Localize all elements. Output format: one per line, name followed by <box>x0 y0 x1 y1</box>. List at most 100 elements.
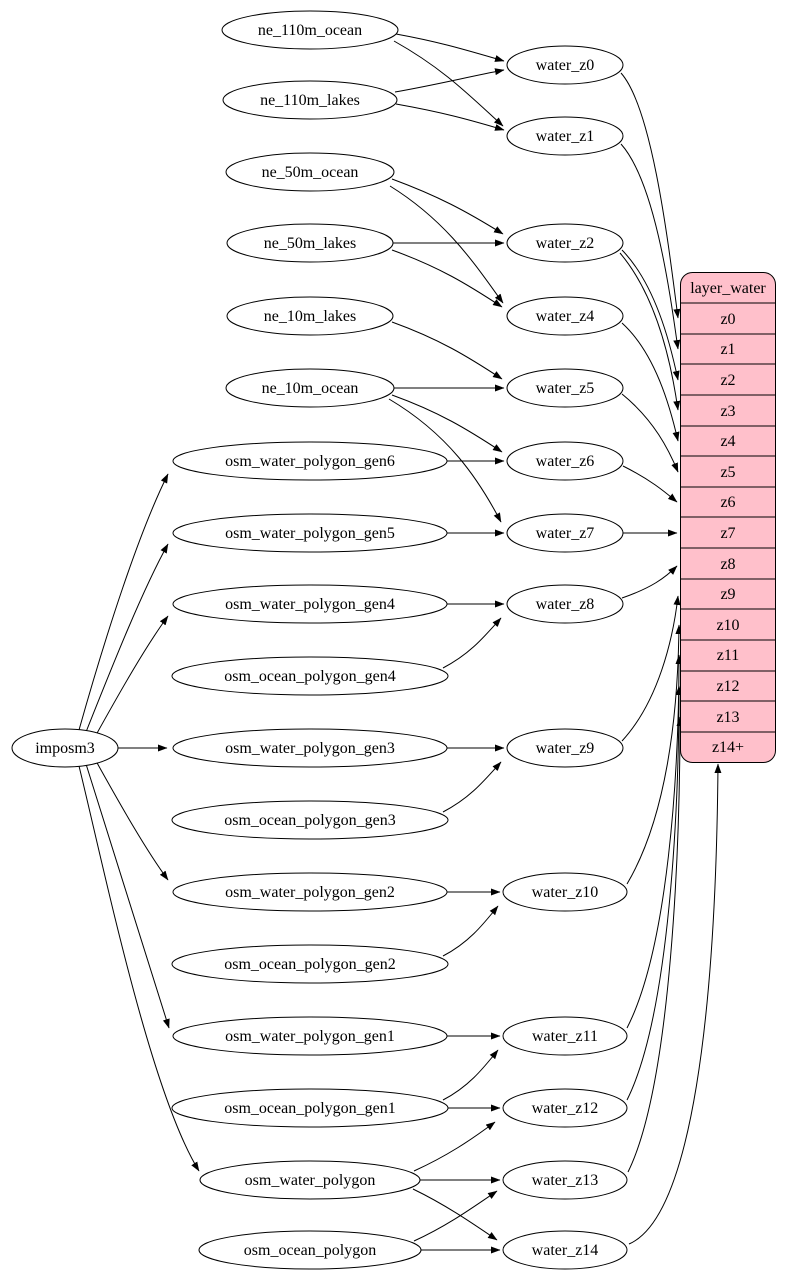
edge-imposm3-osm_water_polygon_gen1 <box>85 763 170 1029</box>
node-water_z6: water_z6 <box>506 441 624 481</box>
edge-osm_ocean_polygon_gen1-water_z11 <box>442 1049 499 1101</box>
node-water_z9: water_z9 <box>506 728 624 768</box>
node-imposm3-label: imposm3 <box>35 740 95 757</box>
node-shape <box>506 223 624 263</box>
node-osm_water_polygon_gen2: osm_water_polygon_gen2 <box>172 872 448 912</box>
edge-water_z12-z12 <box>626 685 683 1101</box>
node-label: osm_ocean_polygon_gen1 <box>224 1100 396 1117</box>
table-row-z12: z12 <box>716 678 739 695</box>
node-shape <box>225 152 395 192</box>
node-shape <box>506 45 624 85</box>
layer-water-table: layer_water z0 z1 z2 z3 z4 z5 z6 z7 z8 z… <box>680 272 776 763</box>
node-label: water_z6 <box>536 453 595 470</box>
node-shape <box>502 1016 628 1056</box>
node-water_z2: water_z2 <box>506 223 624 263</box>
node-shape <box>172 1016 448 1056</box>
node-label: water_z5 <box>536 380 595 397</box>
node-label: osm_water_polygon_gen2 <box>225 884 395 901</box>
node-osm_water_polygon_gen1: osm_water_polygon_gen1 <box>172 1016 448 1056</box>
node-label: osm_water_polygon_gen3 <box>225 740 395 757</box>
node-label: water_z8 <box>536 596 595 613</box>
node-shape <box>172 584 448 624</box>
node-water_z5: water_z5 <box>506 368 624 408</box>
edge-ne_10m_ocean-water_z6 <box>391 394 503 453</box>
edge-ne_10m_lakes-water_z5 <box>391 321 503 380</box>
node-label: water_z12 <box>532 1100 599 1117</box>
table-row-z13: z13 <box>716 709 739 726</box>
node-water_z0: water_z0 <box>506 45 624 85</box>
node-label: osm_water_polygon_gen6 <box>225 453 395 470</box>
edge-water_z0-z0 <box>620 72 681 319</box>
table-row-z7: z7 <box>720 525 735 542</box>
node-water_z8: water_z8 <box>506 584 624 624</box>
edge-water_z2-z2 <box>621 249 680 381</box>
node-label: water_z7 <box>536 525 595 542</box>
edge-osm_ocean_polygon_gen3-water_z9 <box>442 761 502 813</box>
node-water_z13: water_z13 <box>502 1160 628 1200</box>
table-row-z4: z4 <box>720 433 735 450</box>
edge-osm_water_polygon-water_z14 <box>412 1188 498 1241</box>
edge-osm_ocean_polygon-water_z13 <box>413 1190 498 1242</box>
node-water_z7: water_z7 <box>506 513 624 553</box>
node-water_z10: water_z10 <box>502 872 628 912</box>
table-row-z3: z3 <box>720 403 735 420</box>
edge-water_z9-z9 <box>621 595 681 742</box>
node-shape <box>198 1230 422 1270</box>
edge-imposm3-osm_water_polygon_gen5 <box>85 543 169 733</box>
edge-ne_50m_ocean-water_z2 <box>391 178 504 235</box>
node-shape <box>506 368 624 408</box>
edge-ne_50m_lakes-water_z4 <box>391 249 503 308</box>
node-shape <box>172 728 448 768</box>
node-ne_50m_lakes: ne_50m_lakes <box>226 223 394 263</box>
edge-water_z13-z13 <box>627 716 684 1173</box>
node-ne_50m_ocean: ne_50m_ocean <box>225 152 395 192</box>
node-osm_water_polygon_gen4: osm_water_polygon_gen4 <box>172 584 448 624</box>
node-label: osm_water_polygon_gen5 <box>225 525 395 542</box>
node-water_z1: water_z1 <box>506 116 624 156</box>
node-label: osm_water_polygon_gen1 <box>225 1028 395 1045</box>
edge-water_z11-z11 <box>626 654 683 1029</box>
edge-imposm3-osm_water_polygon <box>78 765 200 1172</box>
node-imposm3-shape <box>11 728 119 768</box>
edge-water_z8-z8 <box>621 565 678 599</box>
node-label: ne_10m_ocean <box>262 380 359 397</box>
node-shape <box>502 1160 628 1200</box>
node-water_z14: water_z14 <box>502 1230 628 1270</box>
node-label: water_z0 <box>536 57 595 74</box>
node-label: water_z9 <box>536 740 595 757</box>
node-ne_10m_lakes: ne_10m_lakes <box>226 296 394 336</box>
edge-imposm3-osm_water_polygon_gen6 <box>78 473 169 731</box>
node-shape <box>502 1230 628 1270</box>
node-label: osm_ocean_polygon <box>244 1242 376 1259</box>
node-shape <box>506 513 624 553</box>
node-water_z4: water_z4 <box>506 296 624 336</box>
node-label: water_z11 <box>532 1028 598 1045</box>
edge-osm_ocean_polygon_gen4-water_z8 <box>442 617 502 669</box>
edge-osm_ocean_polygon_gen2-water_z10 <box>442 905 499 957</box>
node-shape <box>171 1088 449 1128</box>
node-label: water_z2 <box>536 235 595 252</box>
node-label: ne_50m_lakes <box>264 235 356 252</box>
node-shape <box>172 872 448 912</box>
node-shape <box>172 441 448 481</box>
edge-ne_110m_lakes-water_z1 <box>395 103 505 131</box>
node-shape <box>199 1160 421 1200</box>
node-shape <box>171 800 449 840</box>
table-title: layer_water <box>690 280 766 297</box>
node-ne_110m_ocean: ne_110m_ocean <box>221 10 399 50</box>
node-shape <box>172 513 448 553</box>
node-label: water_z10 <box>532 884 599 901</box>
edge-water_z4-z4 <box>621 322 680 442</box>
node-shape <box>225 368 395 408</box>
nodes: imposm3 ne_110m_ocean ne_110m_lakes ne_5… <box>11 10 628 1270</box>
node-label: ne_50m_ocean <box>262 164 359 181</box>
edge-imposm3-osm_water_polygon_gen2 <box>95 760 169 881</box>
node-shape <box>222 80 398 120</box>
node-shape <box>226 296 394 336</box>
node-label: ne_10m_lakes <box>264 308 356 325</box>
edge-water_z2-z3 <box>619 252 681 411</box>
edge-water_z6-z6 <box>622 465 678 503</box>
node-label: osm_water_polygon <box>245 1172 376 1189</box>
